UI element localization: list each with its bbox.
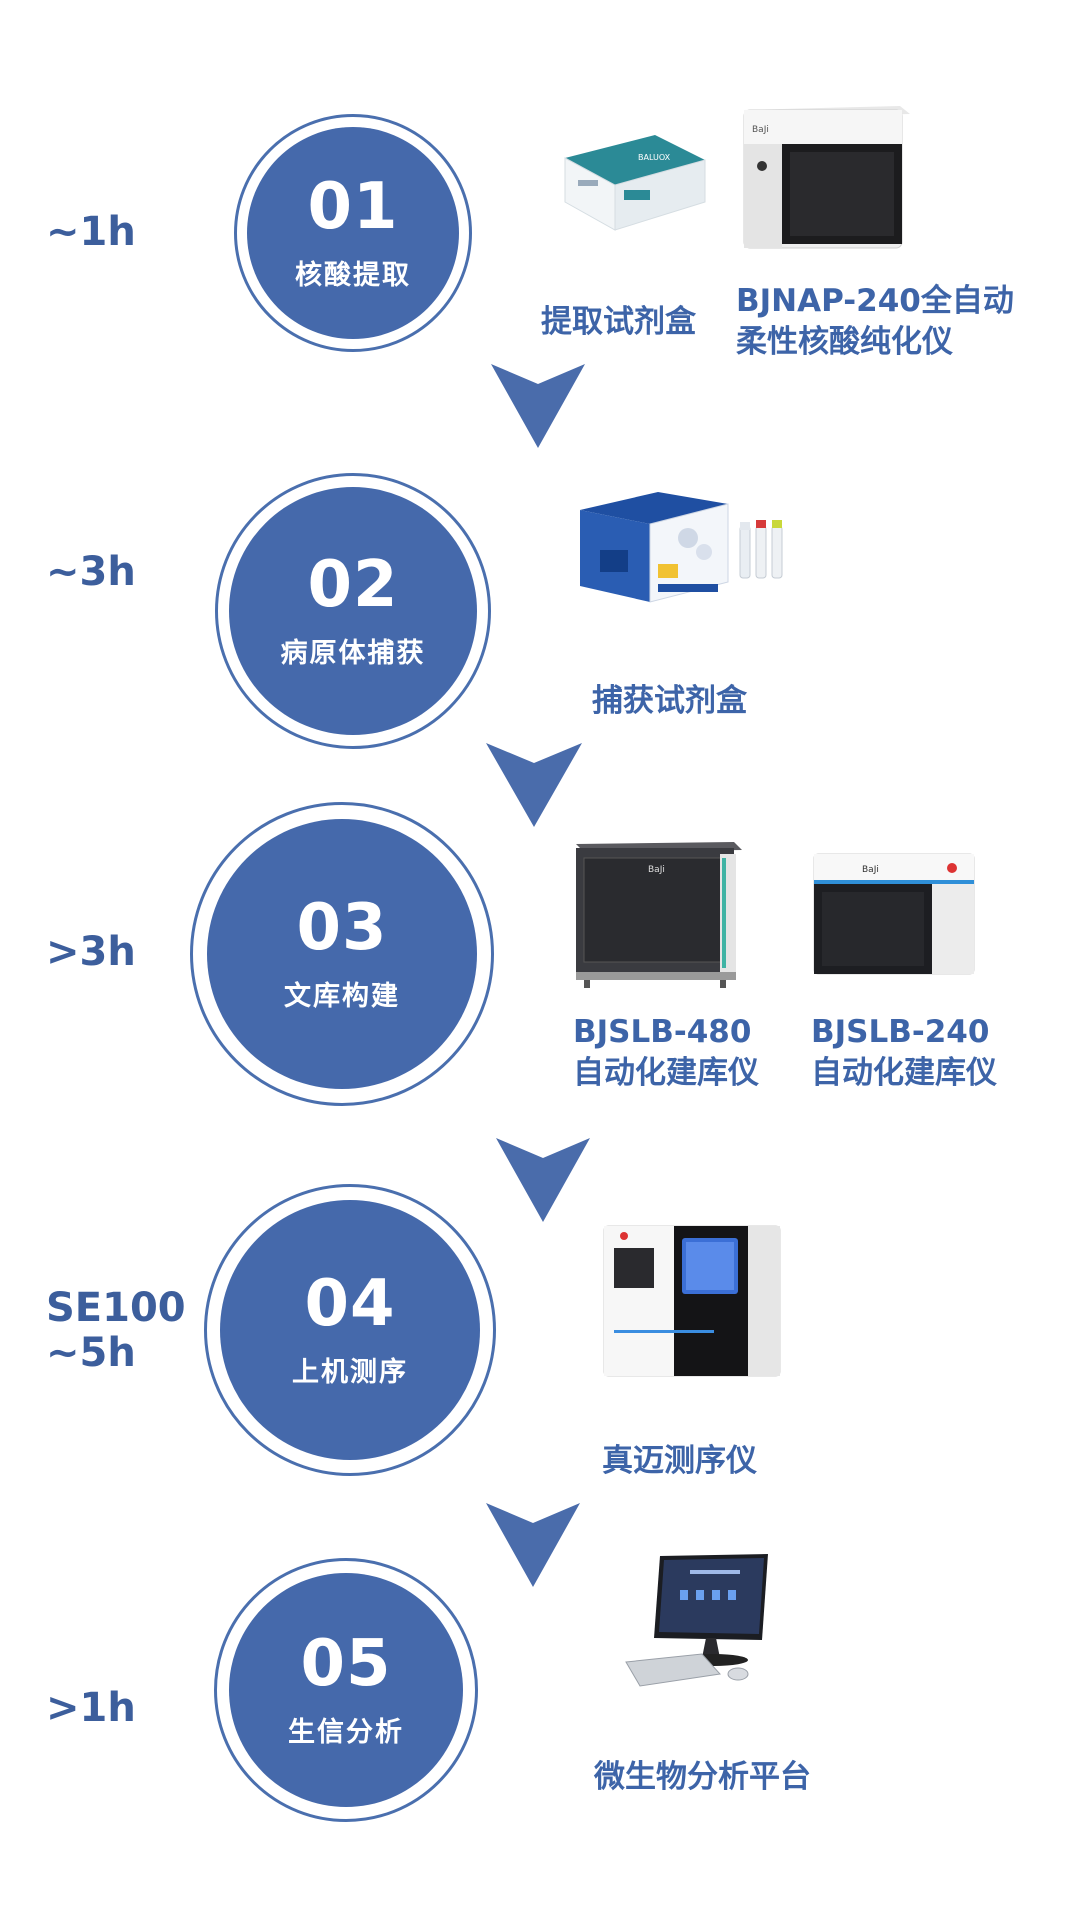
step-01-time: ~1h bbox=[46, 209, 136, 255]
step-04-ring bbox=[204, 1184, 496, 1476]
product-label-bjnap-240: BJNAP-240全自动 柔性核酸纯化仪 bbox=[736, 283, 1014, 361]
svg-text:BALUOX: BALUOX bbox=[638, 153, 671, 162]
step-02-time: ~3h bbox=[46, 549, 136, 595]
step-04-name: 上机测序 bbox=[292, 1356, 408, 1388]
product-label-analysis-platform: 微生物分析平台 bbox=[594, 1759, 811, 1795]
step-02-ring bbox=[215, 473, 491, 749]
svg-text:BaJi: BaJi bbox=[648, 865, 665, 875]
nucleic-acid-purifier-icon: BaJi bbox=[742, 104, 912, 256]
step-04-badge: 04 上机测序 bbox=[220, 1200, 480, 1460]
step-01-name: 核酸提取 bbox=[295, 259, 411, 291]
library-prep-240-icon: BaJi bbox=[810, 850, 980, 985]
step-03-ring bbox=[190, 802, 494, 1106]
step-02-name: 病原体捕获 bbox=[280, 637, 426, 669]
product-label-bjslb-480: BJSLB-480 自动化建库仪 bbox=[573, 1014, 759, 1092]
library-prep-480-icon: BaJi bbox=[570, 840, 745, 990]
product-label-capture-kit: 捕获试剂盒 bbox=[592, 683, 747, 719]
step-01-number: 01 bbox=[307, 169, 399, 244]
flow-arrow-down-icon bbox=[491, 364, 585, 452]
product-label-sequencer: 真迈测序仪 bbox=[602, 1443, 757, 1479]
svg-text:BaJi: BaJi bbox=[862, 865, 879, 875]
step-03-name: 文库构建 bbox=[284, 980, 400, 1012]
sequencer-icon bbox=[600, 1220, 785, 1385]
step-05-badge: 05 生信分析 bbox=[229, 1573, 463, 1807]
product-label-bjslb-240: BJSLB-240 自动化建库仪 bbox=[811, 1014, 997, 1092]
step-05-number: 05 bbox=[300, 1626, 392, 1701]
step-01-badge: 01 核酸提取 bbox=[247, 127, 459, 339]
step-03-badge: 03 文库构建 bbox=[207, 819, 477, 1089]
step-03-time: >3h bbox=[46, 929, 136, 975]
flow-arrow-down-icon bbox=[496, 1138, 590, 1226]
analysis-computer-icon bbox=[620, 1550, 780, 1700]
step-05-name: 生信分析 bbox=[288, 1716, 404, 1748]
reagent-kit-box-icon: BALUOX bbox=[560, 130, 710, 240]
step-05-time: >1h bbox=[46, 1685, 136, 1731]
flow-arrow-down-icon bbox=[486, 743, 582, 831]
capture-kit-with-tubes-icon bbox=[578, 490, 788, 608]
svg-text:BaJi: BaJi bbox=[752, 125, 769, 135]
step-03-number: 03 bbox=[296, 890, 388, 965]
step-05-ring bbox=[214, 1558, 478, 1822]
step-04-time: SE100 ~5h bbox=[46, 1285, 186, 1376]
step-02-badge: 02 病原体捕获 bbox=[229, 487, 477, 735]
step-04-number: 04 bbox=[304, 1266, 396, 1341]
flow-arrow-down-icon bbox=[486, 1503, 580, 1591]
product-label-extraction-kit: 提取试剂盒 bbox=[541, 304, 696, 340]
step-02-number: 02 bbox=[307, 547, 399, 622]
step-01-ring bbox=[234, 114, 472, 352]
